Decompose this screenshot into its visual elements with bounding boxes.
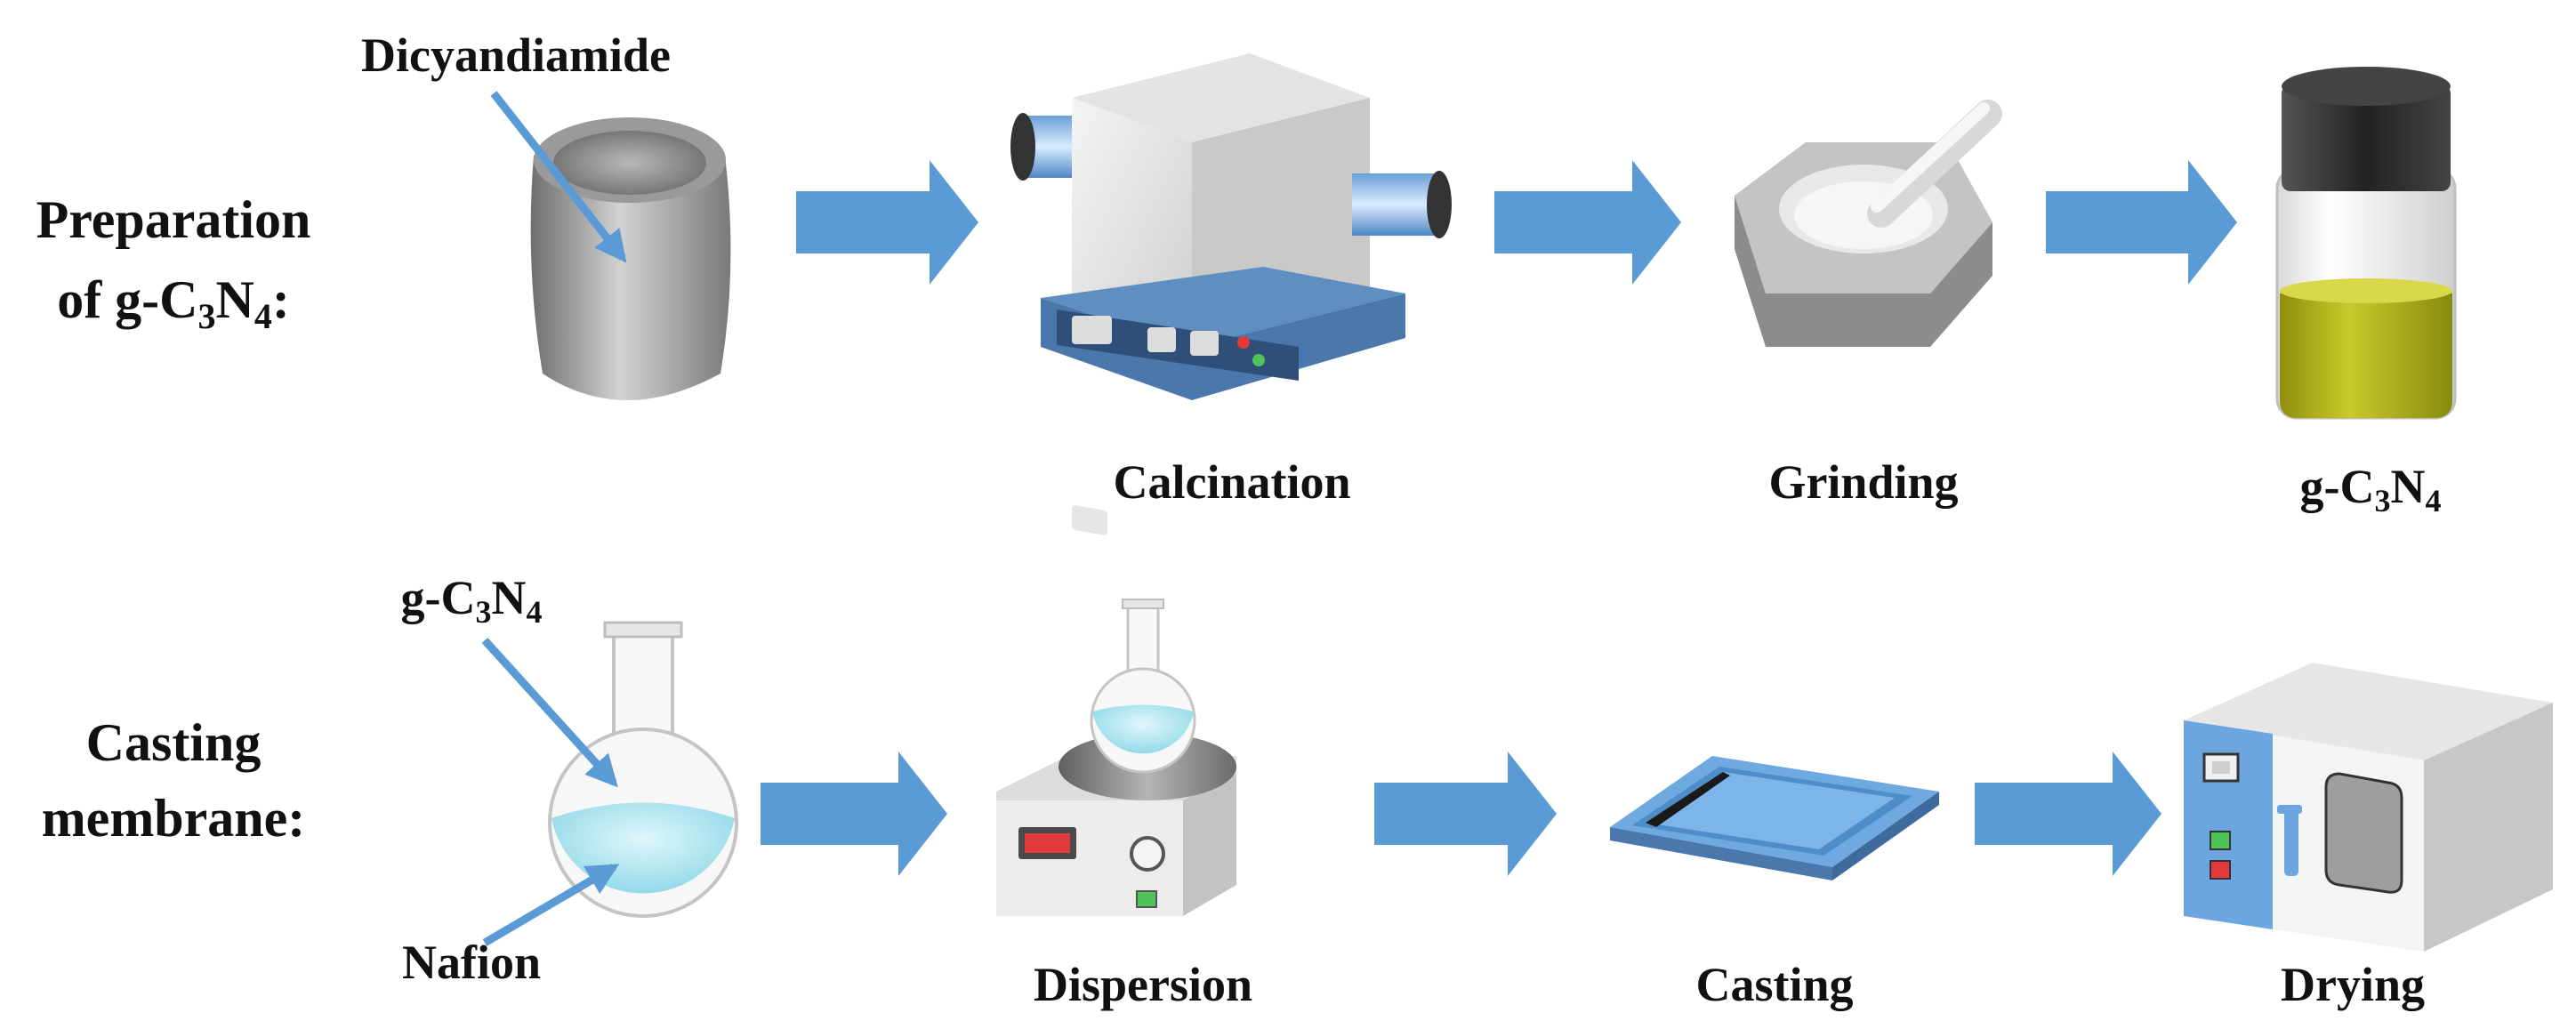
- row1-title-line2: of g-C3N4:: [57, 270, 290, 336]
- step-label-grinding: Grinding: [1768, 455, 1958, 509]
- row1-title-line1: Preparation: [36, 190, 311, 249]
- pointer-arrow-gc3n4: [481, 637, 618, 788]
- crucible-icon: [530, 117, 731, 400]
- step-label-drying: Drying: [2281, 958, 2425, 1011]
- flow-arrow-3: [2046, 160, 2237, 285]
- pointer-arrow-dicyandiamide: [490, 91, 627, 263]
- drying-oven-icon: [2184, 663, 2553, 952]
- flow-arrow-2: [1494, 160, 1681, 285]
- step-label-calcination: Calcination: [1113, 455, 1350, 509]
- casting-dish-icon: [1610, 756, 1939, 880]
- input-label-nafion: Nafion: [402, 936, 541, 989]
- step-label-casting: Casting: [1695, 958, 1853, 1011]
- product-label-gc3n4: g-C3N4: [2300, 460, 2442, 519]
- round-flask-icon: [548, 621, 738, 918]
- raw-material-label: Dicyandiamide: [361, 28, 671, 82]
- mortar-pestle-icon: [1735, 100, 2002, 347]
- step-label-dispersion: Dispersion: [1034, 958, 1252, 1011]
- pointer-arrow-nafion: [482, 864, 620, 946]
- input-label-gc3n4: g-C3N4: [401, 571, 543, 630]
- flow-arrow-4: [761, 752, 947, 876]
- vial-icon: [2275, 67, 2457, 420]
- row2-title-line1: Casting: [86, 713, 262, 772]
- flow-arrow-5: [1374, 752, 1557, 876]
- furnace-control-panel: [1057, 310, 1299, 381]
- flow-arrow-6: [1975, 752, 2161, 876]
- flow-arrow-1: [796, 160, 978, 285]
- magnetic-stirrer-icon: [996, 599, 1236, 916]
- row2-title-line2: membrane:: [42, 789, 306, 848]
